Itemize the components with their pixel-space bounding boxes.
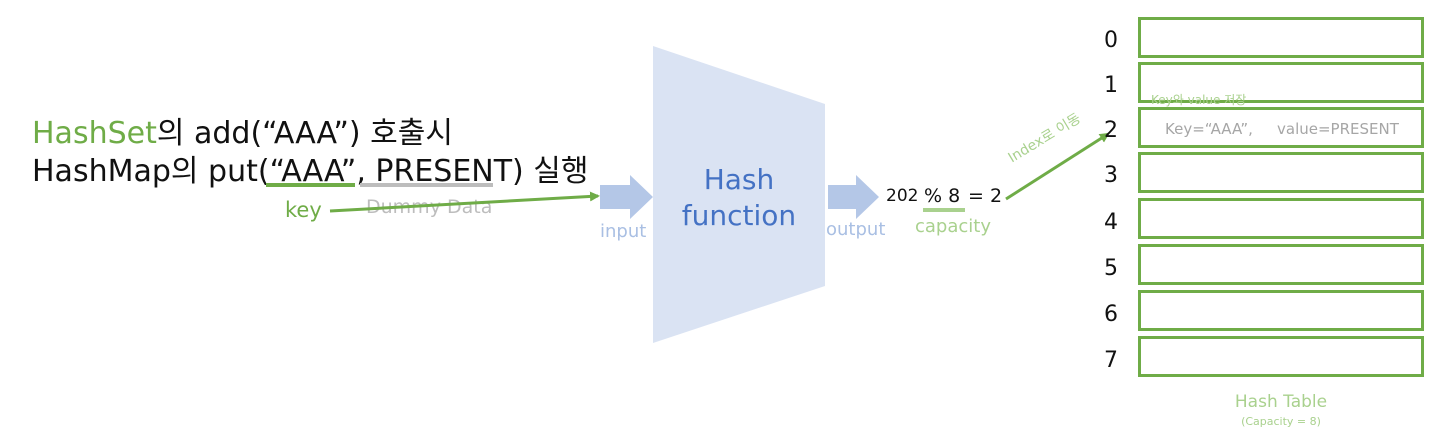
hashset-text: HashSet	[32, 116, 157, 151]
table-row-2	[1138, 107, 1424, 148]
table-index: 6	[1104, 302, 1118, 327]
output-label: output	[826, 219, 886, 240]
table-row-0	[1138, 17, 1424, 58]
table-row-4	[1138, 198, 1424, 239]
stored-key: Key=“AAA”,	[1165, 120, 1253, 138]
table-index: 2	[1104, 118, 1118, 143]
expr-eq: = 2	[968, 185, 1003, 207]
expr-number: 202	[886, 186, 919, 206]
table-index: 4	[1104, 210, 1118, 235]
dummy-data-label: Dummy Data	[366, 196, 493, 218]
put-suffix: ) 실행	[512, 154, 589, 189]
key-label: key	[285, 198, 322, 222]
capacity-underline	[923, 208, 965, 212]
input-arrow	[600, 175, 653, 219]
key-to-input-arrow	[329, 191, 600, 213]
capacity-label: capacity	[915, 216, 991, 237]
table-row-3	[1138, 152, 1424, 193]
present-underline	[360, 183, 493, 187]
table-index: 0	[1104, 28, 1118, 53]
call-line-2: HashMap의 put(“AAA”, PRESENT) 실행	[32, 146, 589, 190]
hash-function-line1: Hash	[703, 163, 775, 196]
table-index: 3	[1104, 163, 1118, 188]
expr-mod: % 8	[924, 185, 961, 207]
put-sep: ,	[356, 154, 376, 189]
key-underline	[266, 183, 355, 187]
hash-function-shape	[653, 46, 825, 343]
output-arrow	[828, 175, 879, 219]
table-row-6	[1138, 290, 1424, 331]
hash-table-subtitle: (Capacity = 8)	[1241, 415, 1321, 428]
table-index: 7	[1104, 348, 1118, 373]
hash-table-title: Hash Table	[1234, 392, 1328, 412]
table-index: 1	[1104, 73, 1118, 98]
stored-value: value=PRESENT	[1277, 120, 1399, 138]
store-note: Key와 value 저장	[1151, 93, 1247, 107]
call-line-1-rest: 의 add(“AAA”) 호출시	[156, 116, 453, 151]
index-arrow	[1005, 132, 1110, 201]
call-line-1: HashSet의 add(“AAA”) 호출시	[32, 108, 453, 152]
table-index: 5	[1104, 256, 1118, 281]
table-row-7	[1138, 336, 1424, 377]
table-row-1	[1138, 62, 1424, 103]
hash-function-line2: function	[681, 199, 797, 232]
hash-function-label: Hash function	[653, 162, 825, 234]
table-row-5	[1138, 244, 1424, 285]
put-prefix: HashMap의 put(	[32, 154, 270, 189]
input-label: input	[600, 221, 647, 242]
